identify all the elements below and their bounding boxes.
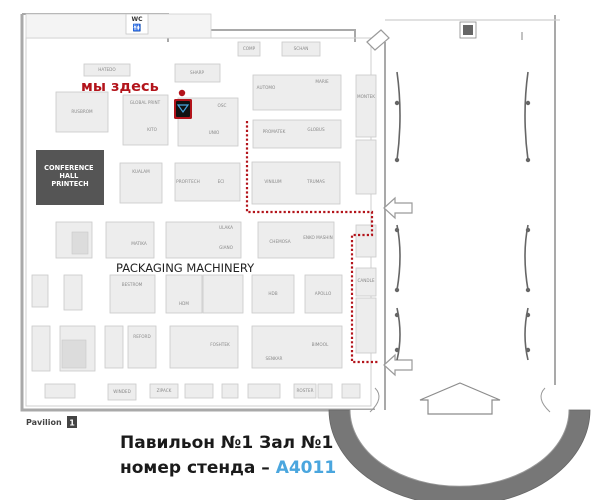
booth-label: HDM (179, 301, 189, 306)
pavilion-number: 1 (69, 419, 75, 428)
conference-hall-label: CONFERENCE HALL PRINTECH (44, 164, 96, 188)
main-entrance: ГЛАВНЫЙ ВХОД (328, 382, 591, 500)
booth-label: MARIE (315, 79, 329, 84)
booth-label: ZIPACK (157, 388, 172, 393)
booth-label: GIANO (219, 245, 233, 250)
location-icon (176, 104, 190, 114)
corridor-doors (396, 71, 529, 361)
entrance-arrow-icon (419, 382, 501, 415)
booth-label: PROMATEK (263, 129, 286, 134)
booth-label: RUSBROM (71, 109, 93, 114)
entry-arrows (366, 29, 413, 377)
caption-prefix: номер стенда – (120, 458, 276, 478)
booth-label: KITO (147, 127, 158, 132)
you-are-here-label: мы здесь (81, 79, 159, 95)
booth-label: TRUMAS (306, 179, 325, 184)
booth-label: SCHAN (294, 46, 309, 51)
booth-label: OSC (218, 103, 227, 108)
booth-label: SENKAR (266, 356, 283, 361)
arrow-top-icon (366, 29, 390, 51)
booth-label: CHEMOSA (269, 239, 290, 244)
booth-labels: COMP SCHAN HATEDO SHARP RUSBROM GLOBAL P… (71, 46, 375, 394)
wc-icon: 🚻 (133, 23, 142, 32)
conference-hall: CONFERENCE HALL PRINTECH (36, 150, 104, 205)
booth-label: GLOBUS (307, 127, 325, 132)
booth-label: WINDED (113, 389, 131, 394)
caption-line-2: номер стенда – A4011 (120, 458, 400, 478)
booth-label: ULAKA (219, 225, 233, 230)
booth-label: MONTEK (357, 94, 375, 99)
route-path (245, 121, 378, 364)
pavilion-label-group: Pavilion 1 (26, 416, 77, 428)
booth-label: ROSTER (297, 388, 314, 393)
arrow-middle-icon (383, 196, 413, 220)
wc-label: WC (131, 16, 143, 23)
booth-label: FOSHTEK (210, 342, 230, 347)
stairs-icon (459, 21, 477, 39)
stand-number: A4011 (275, 458, 337, 478)
booth-label: HDB (268, 291, 277, 296)
arrow-bottom-icon (383, 353, 413, 377)
booth-label: MATIKA (131, 241, 147, 246)
you-are-here-marker (174, 89, 192, 119)
booth-label: BESTROM (122, 282, 143, 287)
booth-label: BIMOOL (312, 342, 329, 347)
booth-label: AUTOMO (257, 85, 276, 90)
booth-label: ENKO MASHIN (303, 235, 333, 240)
booth-label: VINILUM (264, 179, 282, 184)
booth-label: KUALAM (132, 169, 150, 174)
booth-label: UNIO (209, 130, 220, 135)
booth-label: CANDLE (357, 278, 374, 283)
booth-label: HATEDO (98, 67, 116, 72)
pavilion-label: Pavilion (26, 418, 62, 427)
booths-layer (31, 41, 377, 401)
entrance-label: ГЛАВНЫЙ ВХОД (415, 449, 504, 461)
booth-label: SHARP (190, 70, 205, 75)
booth-label: ECI (218, 179, 225, 184)
caption-line-1: Павильон №1 Зал №1 (120, 433, 334, 453)
booth-label: APOLLO (315, 291, 332, 296)
booth-label: PROFITECH (176, 179, 200, 184)
door-nodes (394, 100, 531, 353)
booth-label: COMP (243, 46, 256, 51)
area-label: PACKAGING MACHINERY (116, 261, 255, 275)
booth-label: REFORD (133, 334, 150, 339)
wc-block: WC 🚻 (25, 13, 212, 39)
booth-label: GLOBAL PRINT (130, 100, 161, 105)
